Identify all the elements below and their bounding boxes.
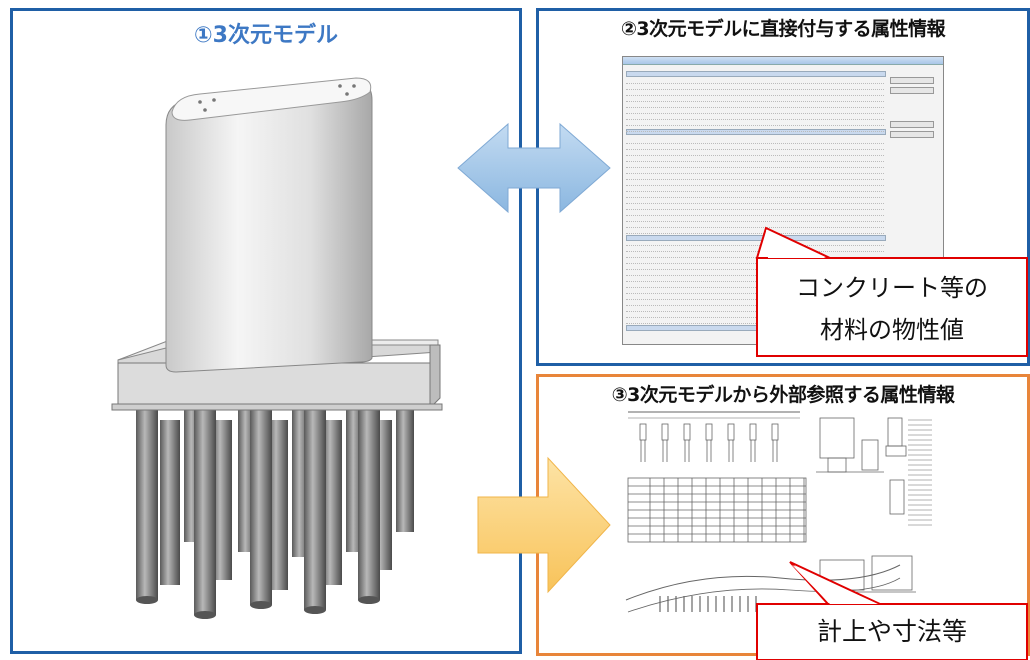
material-callout	[755, 226, 1028, 357]
external-reference-title: ③3次元モデルから外部参照する属性情報	[611, 384, 955, 406]
dialog-property-row	[626, 253, 884, 258]
drawing-pier-mark	[749, 423, 757, 441]
drawing-pier-mark	[771, 423, 779, 441]
dialog-property-row	[626, 301, 884, 306]
dialog-property-row	[626, 271, 884, 276]
drawing-pier-mark	[683, 423, 691, 441]
dialog-property-row	[626, 229, 884, 234]
dialog-property-row	[626, 265, 884, 270]
dialog-property-row	[626, 103, 884, 108]
dialog-property-row	[626, 283, 884, 288]
dialog-property-row	[626, 127, 884, 132]
dialog-side-button	[890, 77, 934, 84]
dialog-property-row	[626, 193, 884, 198]
drawing-pier-mark	[727, 423, 735, 441]
dialog-property-row	[626, 121, 884, 126]
dialog-header-row	[626, 71, 886, 77]
dialog-property-row	[626, 247, 884, 252]
pier-column	[165, 77, 373, 373]
material-callout-line2: 材料の物性値	[820, 316, 964, 344]
material-callout-line1: コンクリート等の	[796, 274, 988, 302]
drawing-callout	[756, 561, 1028, 660]
dialog-property-row	[626, 169, 884, 174]
dialog-property-row	[626, 139, 884, 144]
bidirectional-arrow-icon	[457, 122, 611, 214]
dialog-property-row	[626, 217, 884, 222]
dialog-property-row	[626, 277, 884, 282]
dialog-property-row	[626, 295, 884, 300]
drawing-pier-mark	[705, 423, 713, 441]
dialog-section-row	[626, 235, 886, 241]
drawing-sheets-thumbnail	[625, 411, 932, 613]
dialog-property-row	[626, 91, 884, 96]
dialog-side-button	[890, 87, 934, 94]
dialog-property-row	[626, 97, 884, 102]
dialog-title-bar	[623, 57, 943, 65]
dialog-side-button	[890, 131, 934, 138]
dialog-property-row	[626, 313, 884, 318]
dialog-property-row	[626, 211, 884, 216]
direct-attributes-title: ②3次元モデルに直接付与する属性情報	[620, 18, 946, 40]
drawing-pier-mark	[661, 423, 669, 441]
dialog-property-row	[626, 175, 884, 180]
model-panel-title: ①3次元モデル	[194, 23, 338, 48]
dialog-property-row	[626, 151, 884, 156]
dialog-property-row	[626, 163, 884, 168]
dialog-property-row	[626, 223, 884, 228]
dialog-property-row	[626, 289, 884, 294]
drawing-pier-mark	[639, 423, 647, 441]
dialog-property-row	[626, 115, 884, 120]
dialog-property-row	[626, 259, 884, 264]
dialog-section-row	[626, 129, 886, 135]
dialog-property-row	[626, 241, 884, 246]
reference-arrow-icon	[477, 456, 611, 594]
pier-model-illustration	[111, 77, 443, 619]
dialog-property-row	[626, 187, 884, 192]
dialog-side-button	[890, 121, 934, 128]
drawing-callout-text: 計上や寸法等	[816, 617, 967, 646]
dialog-property-row	[626, 79, 884, 84]
pile-group	[136, 392, 414, 619]
dialog-property-row	[626, 85, 884, 90]
dialog-property-row	[626, 199, 884, 204]
dialog-property-row	[626, 205, 884, 210]
dialog-property-row	[626, 157, 884, 162]
dialog-property-row	[626, 109, 884, 114]
dialog-property-row	[626, 181, 884, 186]
dialog-property-row	[626, 319, 884, 324]
dialog-property-row	[626, 307, 884, 312]
dialog-property-row	[626, 145, 884, 150]
